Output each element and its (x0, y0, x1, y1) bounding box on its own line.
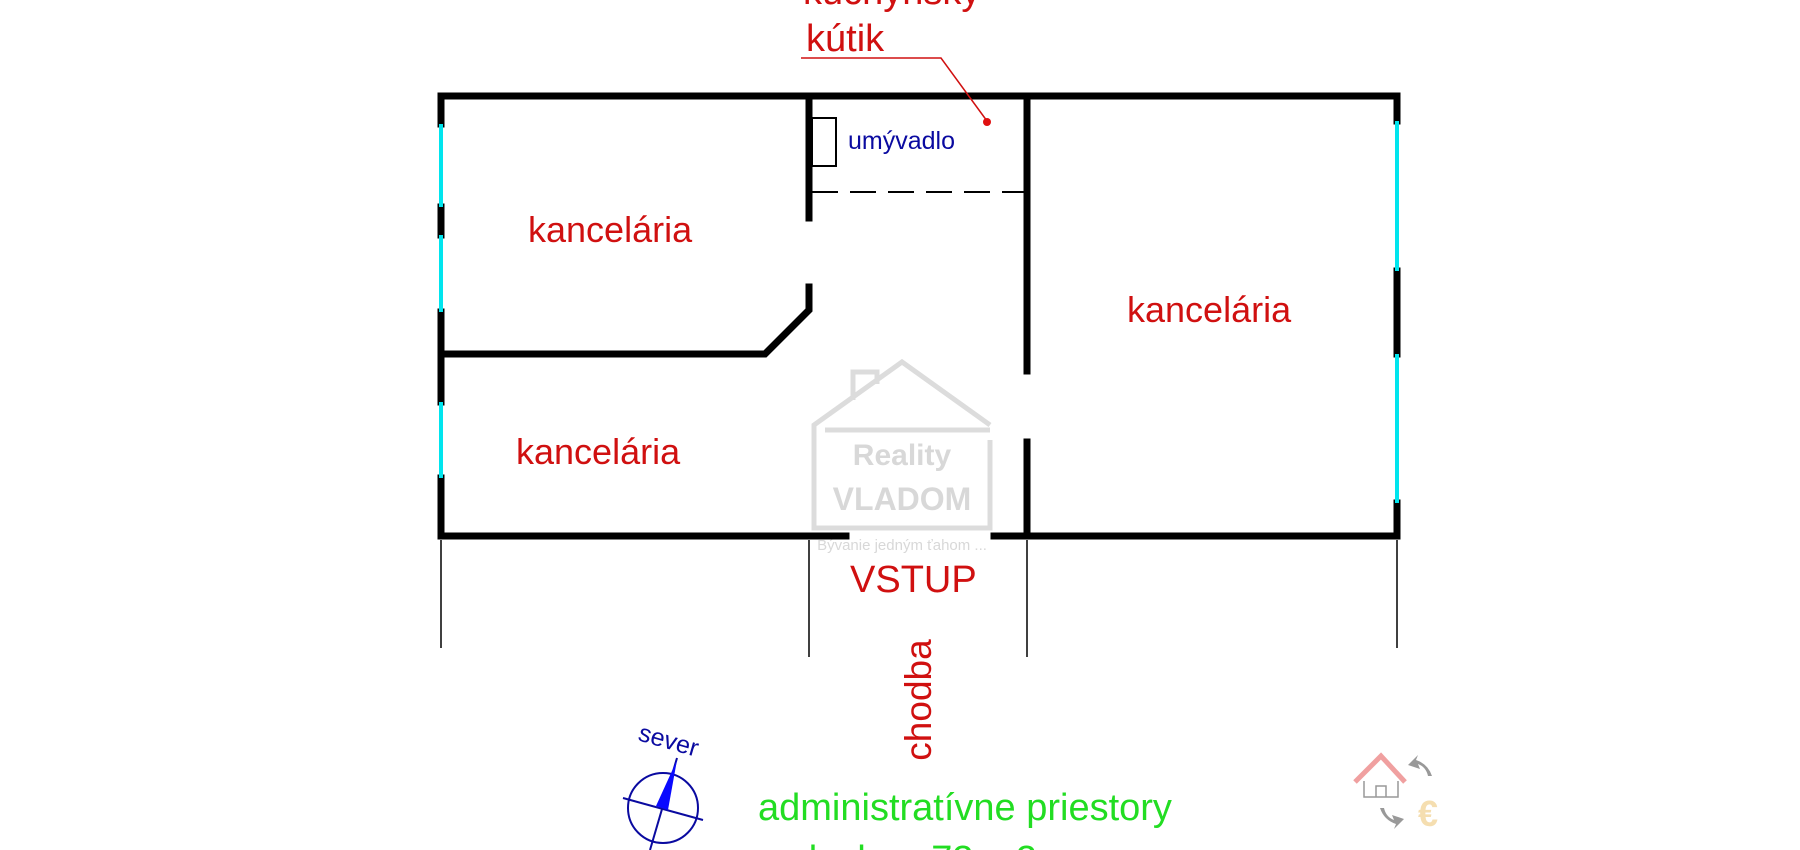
office-right-label: kancelária (1127, 289, 1292, 330)
compass-icon (622, 757, 704, 850)
walls (437, 92, 1401, 540)
office-bottom-left-label: kancelária (516, 431, 681, 472)
summary-line1: administratívne priestory (758, 787, 1172, 829)
kitchen-leader-line (801, 57, 988, 122)
sink-fixture (811, 117, 837, 167)
extension-lines (440, 540, 1398, 657)
watermark-reality: Reality (853, 439, 952, 472)
north-label: sever (635, 719, 701, 763)
svg-text:€: € (1418, 793, 1438, 834)
watermark-slogan: Bývanie jedným ťahom ... (817, 537, 987, 554)
kitchen-label-line2: kútik (806, 18, 885, 60)
windows (439, 121, 1399, 503)
corridor-label: chodba (898, 639, 939, 761)
watermark-vladom: VLADOM (833, 481, 972, 517)
summary-line2: s plochou 73 m2 (758, 839, 1037, 850)
house-euro-exchange-logo: € (1353, 752, 1438, 834)
entrance-label: VSTUP (850, 559, 977, 601)
office-top-left-label: kancelária (528, 209, 693, 250)
kitchen-label-line1: kuchynský (803, 0, 980, 13)
watermark-logo (811, 358, 993, 531)
sink-label: umývadlo (848, 127, 955, 155)
kitchen-leader-dot (983, 118, 991, 126)
